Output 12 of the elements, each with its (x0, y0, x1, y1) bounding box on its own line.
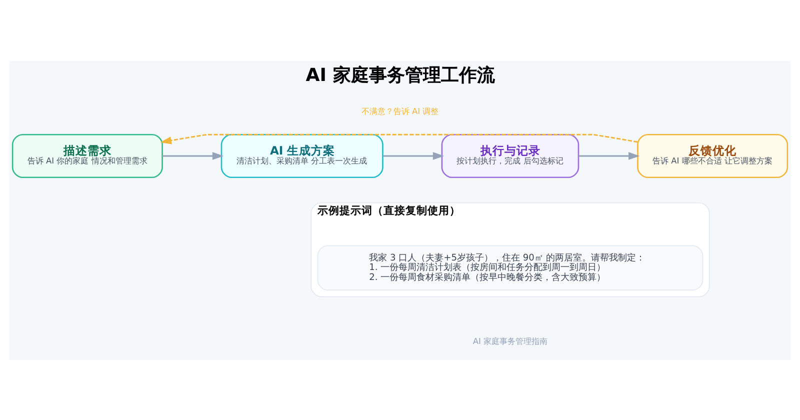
arrow (383, 152, 444, 160)
node-box: 反馈优化 告诉 AI 哪些不合适 让它调整方案 (637, 133, 788, 178)
arrow (160, 133, 638, 144)
arrow (578, 152, 640, 160)
diagram-title: AI 家庭事务管理工作流 (306, 64, 495, 86)
node-box: 执行与记录 按计划执行，完成 后勾选标记 (441, 133, 580, 178)
arrow (162, 152, 224, 160)
label: AI 家庭事务管理指南 (472, 335, 548, 346)
node-box: 描述需求 告诉 AI 你的家庭 情况和管理需求 (12, 133, 163, 178)
node-box: 我家 3 口人（夫妻+5岁孩子），住在 90㎡ 的两居室。请帮我制定： 1. 一份每周清洁计划表（按房间和任务分配到周一到周日） 2. 一份每周食材采购清单（按早中晚餐分类，含大致预算） (317, 244, 704, 290)
node-box: AI 生成方案 清洁计划、采购清单 分工表一次生成 (220, 133, 384, 178)
edge-label: 不满意？告诉 AI 调整 (361, 106, 439, 116)
